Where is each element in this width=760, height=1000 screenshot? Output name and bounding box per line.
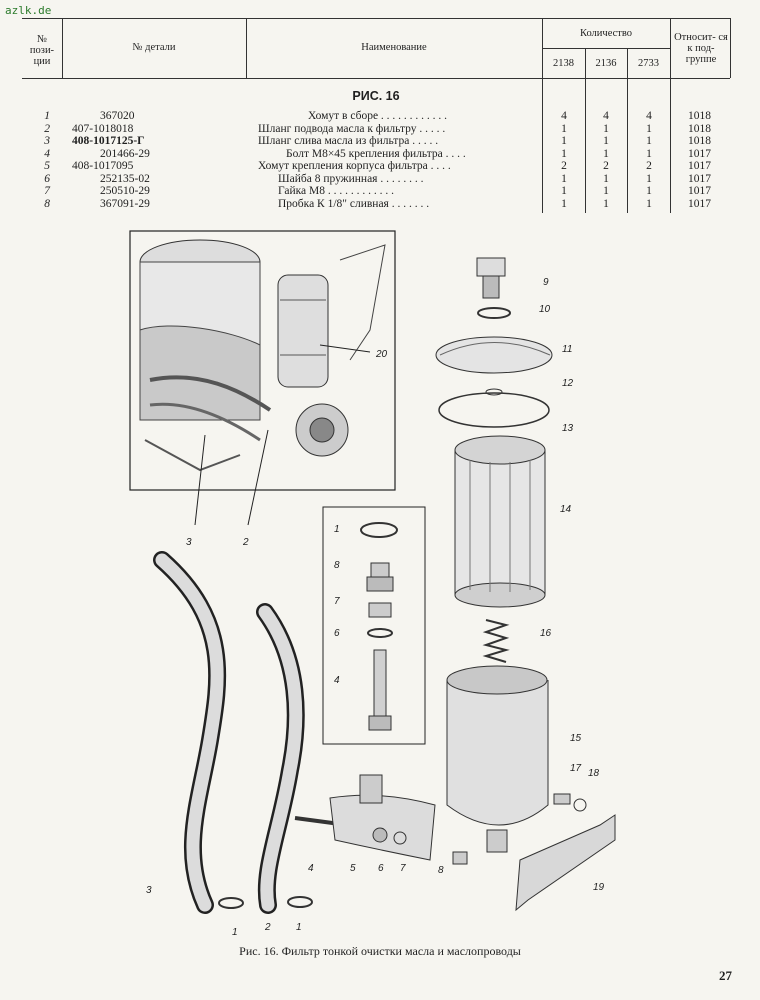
site-watermark: azlk.de — [5, 4, 52, 17]
callout-11: 11 — [562, 344, 572, 355]
figure-caption: Рис. 16. Фильтр тонкой очистки масла и м… — [239, 944, 521, 958]
header-ref: Относит- ся к под- группе — [674, 32, 728, 65]
hoses — [153, 551, 341, 914]
filter-exploded — [435, 257, 616, 912]
callout-4b: 4 — [308, 863, 314, 874]
callout-10: 10 — [539, 304, 551, 315]
callout-6b: 6 — [378, 863, 384, 874]
callout-13: 13 — [562, 423, 574, 434]
callout-7b: 7 — [400, 863, 406, 874]
callout-1c: 1 — [296, 922, 302, 933]
callout-3a: 3 — [186, 537, 192, 548]
callout-15: 15 — [570, 733, 582, 744]
header-part: № детали — [132, 42, 176, 53]
header-q2: 2136 — [595, 58, 617, 69]
callout-2b: 2 — [264, 922, 271, 933]
callout-20: 20 — [375, 349, 388, 360]
callout-3b: 3 — [146, 885, 152, 896]
callout-12: 12 — [562, 378, 574, 389]
callout-16: 16 — [540, 628, 552, 639]
oil-filter-figure: 1 8 7 6 4 3 2 20 9 10 11 12 13 14 16 15 … — [129, 230, 616, 938]
parts-table: № пози- ции № детали Наименование Количе… — [22, 18, 731, 213]
header-pos: № пози- ции — [29, 34, 55, 67]
callout-1b: 1 — [232, 927, 238, 938]
header-q1: 2138 — [553, 58, 574, 69]
page-number: 27 — [719, 968, 732, 983]
callout-8b: 8 — [438, 865, 444, 876]
callout-18: 18 — [588, 768, 600, 779]
callout-19: 19 — [593, 882, 605, 893]
callout-4a: 4 — [334, 675, 340, 686]
callout-5: 5 — [350, 863, 356, 874]
figure-title: РИС. 16 — [352, 89, 400, 103]
header-name: Наименование — [361, 42, 427, 53]
callout-6a: 6 — [334, 628, 340, 639]
callout-1a: 1 — [334, 524, 340, 535]
header-qty: Количество — [579, 28, 633, 39]
callout-7a: 7 — [334, 596, 340, 607]
callout-14: 14 — [560, 504, 572, 515]
header-q3: 2733 — [638, 58, 659, 69]
filter-clamp — [329, 774, 468, 865]
callout-8a: 8 — [334, 560, 340, 571]
callout-9: 9 — [543, 277, 549, 288]
bolt-inset — [322, 506, 426, 745]
callout-17: 17 — [570, 763, 582, 774]
callout-2a: 2 — [242, 537, 249, 548]
callout-labels: 1 8 7 6 4 3 2 20 9 10 11 12 13 14 16 15 … — [146, 277, 605, 938]
engine-inset — [129, 230, 396, 526]
